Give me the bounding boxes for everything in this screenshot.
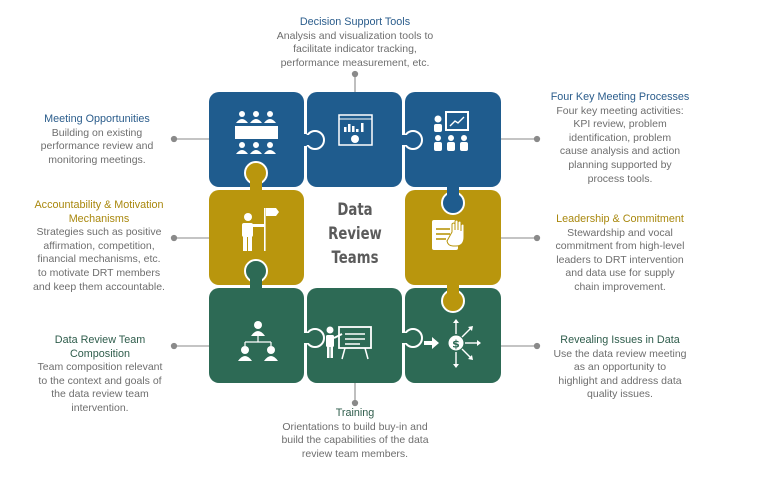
- connector-dot: [170, 342, 178, 350]
- label-line: highlight and address data: [558, 374, 682, 387]
- knob-side-row1-a: [300, 130, 325, 150]
- label-line: facilitate indicator tracking,: [293, 43, 417, 56]
- label-line: Strategies such as positive: [36, 226, 162, 239]
- label-team-composition: Data Review Team Composition Team compos…: [22, 334, 178, 416]
- piece-revealing-issues: [405, 288, 501, 383]
- label-title: Four Key Meeting Processes: [550, 91, 690, 103]
- knob-side-row3-b: [398, 328, 423, 348]
- knob-gold-down: [441, 283, 465, 313]
- label-line: performance measurement, etc.: [280, 56, 430, 69]
- label-line: Orientations to build buy-in and: [282, 420, 428, 433]
- center-title-line: Data: [337, 200, 373, 220]
- label-line: commitment from high-level: [555, 240, 685, 253]
- knob-gold-up: [244, 161, 268, 192]
- label-title: Meeting Opportunities: [44, 113, 150, 125]
- org-chart-icon: [238, 321, 278, 361]
- piece-accountability-motivation: [209, 190, 304, 285]
- piece-meeting-opportunities: [209, 92, 304, 187]
- label-line: the data review team: [51, 388, 149, 401]
- label-four-key-meeting-processes: Four Key Meeting Processes Four key meet…: [540, 91, 700, 186]
- label-line: Use the data review meeting: [553, 347, 687, 360]
- center-title-line: Review: [328, 224, 382, 244]
- knob-side-row1-b: [398, 130, 423, 150]
- label-line: performance review and: [40, 140, 154, 153]
- label-line: process tools.: [587, 172, 653, 185]
- label-title: Accountability & Motivation: [34, 199, 164, 211]
- label-revealing-issues: Revealing Issues in Data Use the data re…: [540, 334, 700, 402]
- label-line: identification, problem: [568, 131, 672, 144]
- label-title: Training: [335, 407, 375, 419]
- hand-on-document-icon: [432, 219, 465, 250]
- label-line: leaders to DRT intervention: [556, 253, 684, 266]
- label-meeting-opportunities: Meeting Opportunities Building on existi…: [22, 113, 172, 167]
- connectors: [170, 70, 541, 407]
- connector-dot: [170, 135, 178, 143]
- label-title: Decision Support Tools: [299, 16, 411, 28]
- label-line: build the capabilities of the data: [281, 434, 429, 447]
- label-line: monitoring meetings.: [48, 153, 146, 166]
- knob-side-row3-a: [300, 328, 325, 348]
- dollar-distribution-icon: $: [424, 319, 481, 368]
- label-line: chain improvement.: [574, 280, 666, 293]
- label-training: Training Orientations to build buy-in an…: [260, 407, 450, 461]
- label-line: Building on existing: [51, 126, 143, 139]
- label-title: Composition: [69, 347, 130, 360]
- label-title: Mechanisms: [68, 212, 130, 225]
- label-line: cause analysis and action: [559, 145, 681, 158]
- connector-dot: [533, 234, 541, 242]
- label-line: review team members.: [301, 447, 409, 460]
- trainer-whiteboard-icon: [326, 326, 372, 360]
- label-line: to the context and goals of: [38, 374, 162, 387]
- person-flag-icon: [242, 208, 279, 251]
- svg-text:$: $: [452, 338, 460, 351]
- label-line: Stewardship and vocal: [567, 226, 673, 239]
- connector-dot: [351, 70, 359, 78]
- knob-blue-down: [441, 185, 465, 215]
- label-line: KPI review, problem: [573, 118, 667, 131]
- label-line: to motivate DRT members: [37, 266, 161, 279]
- label-title: Data Review Team: [54, 334, 146, 346]
- label-line: intervention.: [71, 401, 129, 414]
- label-decision-support-tools: Decision Support Tools Analysis and visu…: [255, 16, 455, 70]
- center-title: Data Review Teams: [318, 198, 393, 270]
- label-leadership-commitment: Leadership & Commitment Stewardship and …: [540, 213, 700, 295]
- label-line: and keep them accountable.: [33, 280, 165, 293]
- label-line: quality issues.: [587, 388, 653, 401]
- connector-dot: [533, 135, 541, 143]
- label-line: Team composition relevant: [37, 361, 163, 374]
- connector-dot: [351, 399, 359, 407]
- label-title: Leadership & Commitment: [556, 213, 684, 225]
- presentation-audience-icon: [434, 111, 469, 151]
- label-line: Analysis and visualization tools to: [276, 29, 434, 42]
- label-title: Revealing Issues in Data: [560, 334, 680, 346]
- label-accountability-motivation: Accountability & Motivation Mechanisms S…: [14, 199, 184, 294]
- piece-training: [307, 288, 402, 383]
- dashboard-chart-icon: [338, 114, 373, 146]
- label-line: financial mechanisms, etc.: [37, 253, 161, 266]
- connector-dot: [533, 342, 541, 350]
- knob-green-up: [244, 259, 268, 290]
- label-line: as an opportunity to: [573, 361, 667, 374]
- meeting-table-icon: [235, 111, 278, 154]
- label-line: affirmation, competition,: [43, 239, 155, 252]
- label-line: planning supported by: [568, 158, 672, 171]
- center-title-line: Teams: [331, 248, 379, 268]
- label-line: Four key meeting activities:: [556, 104, 684, 117]
- label-line: and data use for supply: [565, 267, 675, 280]
- connector-dot: [170, 234, 178, 242]
